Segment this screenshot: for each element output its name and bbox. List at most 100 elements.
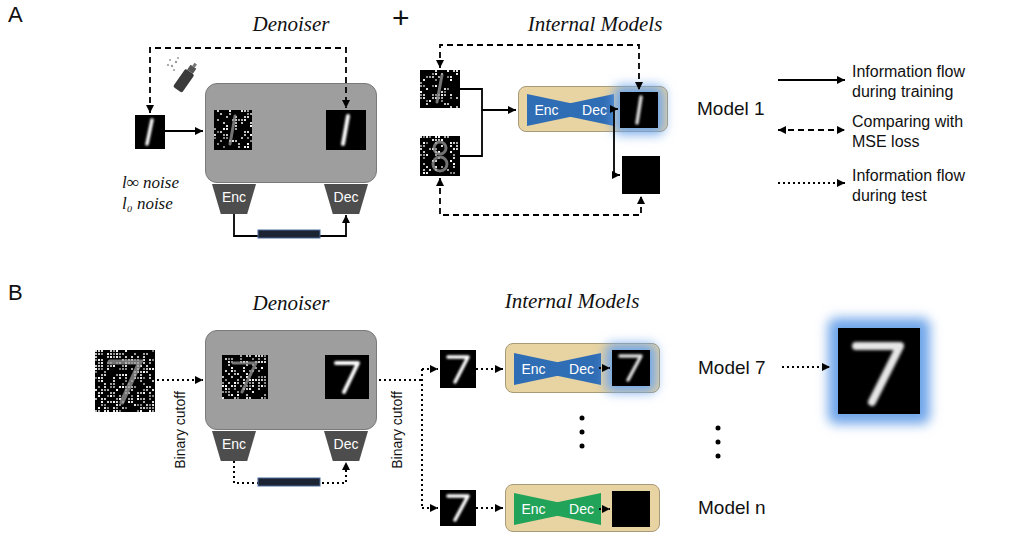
noise-pixels [450, 160, 452, 162]
noise-pixels [246, 388, 248, 390]
noise-pixels [423, 157, 425, 159]
noise-pixels [146, 353, 148, 355]
encoder-block: Enc [527, 94, 572, 126]
noise-pixels [426, 100, 428, 102]
noise-pixels [143, 383, 145, 385]
noise-pixels [107, 389, 109, 391]
ellipsis-dots [580, 416, 585, 421]
noise-pixels [113, 350, 115, 352]
noise-pixels [125, 377, 127, 379]
block-label: Enc [534, 103, 564, 117]
noise-pixels [426, 166, 428, 168]
noise-pixels [119, 356, 121, 358]
noise-pixels [246, 376, 248, 378]
noise-pixels [122, 401, 124, 403]
noise-pixels [119, 386, 121, 388]
block-shape [569, 94, 614, 126]
noise-pixels [110, 362, 112, 364]
noise-pixels [143, 392, 145, 394]
noise-pixels [423, 151, 425, 153]
noise-pixels [134, 362, 136, 364]
noise-spray-icon [175, 61, 177, 63]
test-arrow [476, 507, 503, 509]
noise-pixels [258, 361, 260, 363]
test-arrow [379, 379, 422, 381]
ellipsis-dots [716, 454, 721, 459]
training-arrow [614, 109, 620, 175]
noise-pixels [258, 388, 260, 390]
training-arrow [611, 108, 618, 110]
noise-pixels [98, 407, 100, 409]
panel-heading: Internal Models [528, 12, 663, 37]
noise-pixels [110, 395, 112, 397]
noise-pixels [101, 404, 103, 406]
noise-pixels [453, 148, 455, 150]
noise-pixels [450, 172, 452, 174]
noise-pixels [426, 172, 428, 174]
noise-pixels [246, 373, 248, 375]
noise-pixels [122, 407, 124, 409]
noise-pixels [222, 376, 224, 378]
noise-pixels [110, 383, 112, 385]
noise-pixels [140, 377, 142, 379]
noise-pixels [113, 407, 115, 409]
noise-pixels [435, 160, 437, 162]
noise-pixels [244, 131, 246, 133]
autoencoder-block: Dec [324, 431, 368, 461]
noise-pixels [116, 407, 118, 409]
test-arrow [422, 368, 438, 370]
noise-pixels [255, 367, 257, 369]
noise-spray-icon [187, 65, 196, 74]
noise-pixels [131, 380, 133, 382]
panel-letter: B [8, 280, 23, 306]
noise-pixels [134, 359, 136, 361]
noise-pixels [225, 385, 227, 387]
noise-pixels [152, 401, 154, 403]
noise-pixels [122, 383, 124, 385]
noise-pixels [226, 128, 228, 130]
noise-pixels [234, 385, 236, 387]
noise-pixels [228, 391, 230, 393]
noise-pixels [438, 157, 440, 159]
noise-pixels [110, 353, 112, 355]
noise-pixels [237, 379, 239, 381]
noise-pixels [423, 172, 425, 174]
block-shape [527, 94, 572, 126]
noise-pixels [420, 85, 422, 87]
noise-pixels [122, 353, 124, 355]
training-arrow [460, 110, 482, 156]
noise-pixels [107, 395, 109, 397]
block-label: Dec [563, 502, 594, 516]
block-label: Dec [334, 190, 359, 204]
noise-pixels [122, 365, 124, 367]
noise-pixels [128, 392, 130, 394]
noise-pixels [143, 407, 145, 409]
legend-sample [778, 79, 845, 81]
noise-pixels [228, 394, 230, 396]
legend-text: Information flow during test [852, 166, 992, 206]
noise-pixels [249, 388, 251, 390]
noise-pixels [432, 73, 434, 75]
noise-pixels [435, 142, 437, 144]
noise-pixels [137, 359, 139, 361]
noise-pixels [420, 94, 422, 96]
noise-pixels [107, 353, 109, 355]
noise-pixels [435, 166, 437, 168]
noise-pixels [240, 358, 242, 360]
noise-pixels [134, 377, 136, 379]
noise-pixels [420, 97, 422, 99]
noise-pixels [107, 401, 109, 403]
noise-pixels [116, 389, 118, 391]
output-glow [828, 318, 930, 424]
noise-pixels [137, 404, 139, 406]
noise-pixels [444, 94, 446, 96]
noise-spray-icon [192, 63, 197, 68]
noise-pixels [122, 368, 124, 370]
digit-image [440, 490, 476, 526]
noise-pixels [95, 398, 97, 400]
noise-pixels [438, 97, 440, 99]
noise-pixels [453, 154, 455, 156]
noise-pixels [243, 361, 245, 363]
noise-pixels [420, 145, 422, 147]
noise-pixels [134, 404, 136, 406]
